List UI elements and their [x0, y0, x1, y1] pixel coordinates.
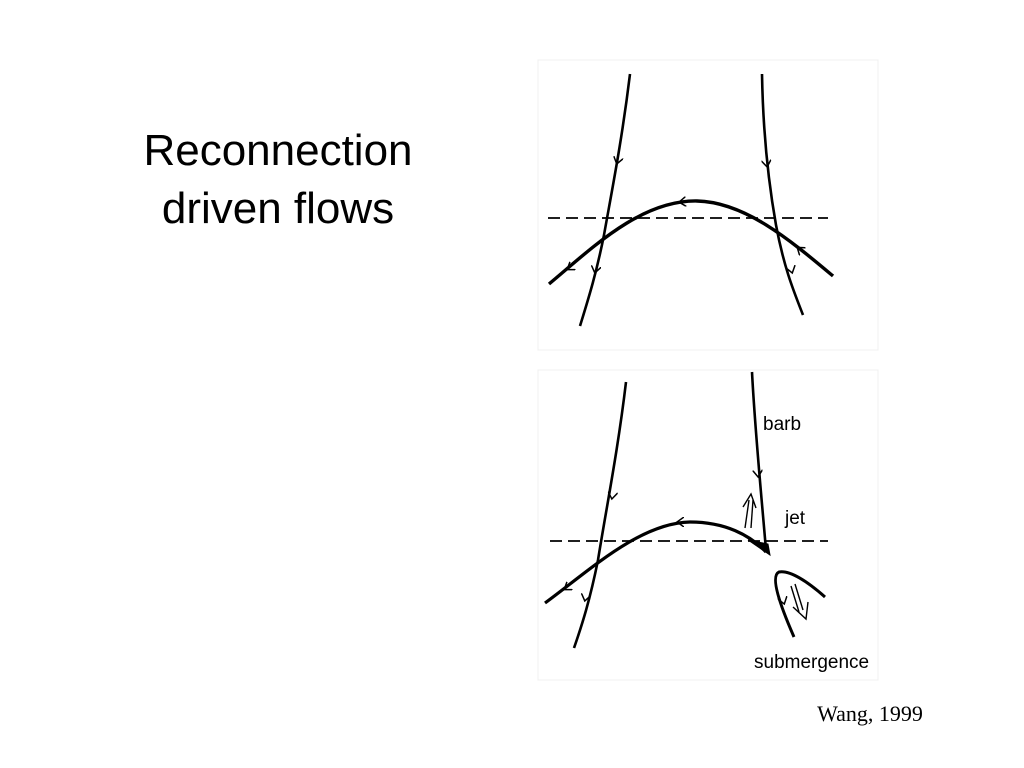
bottom-barb-line: [750, 371, 768, 551]
bottom-arch-filament: [544, 520, 768, 605]
title-line-1: Reconnection: [143, 126, 413, 175]
title-line-2: driven flows: [161, 184, 395, 233]
reconnection-diagram: barb jet submergence: [537, 59, 879, 681]
label-barb: barb: [763, 414, 801, 435]
bottom-left-down-arrow-upper: [612, 485, 614, 498]
submergence-hook: [774, 570, 826, 638]
bottom-panel-frame: [537, 369, 879, 681]
submergence-down-arrow: [790, 583, 809, 621]
top-panel-frame: [537, 59, 879, 351]
citation: Wang, 1999: [817, 701, 923, 726]
label-submergence: submergence: [754, 652, 869, 673]
top-right-field-line: [760, 73, 805, 316]
slide-title: Reconnection driven flows: [98, 122, 458, 238]
top-panel: [547, 73, 835, 327]
bottom-left-down-arrow-lower: [585, 586, 588, 600]
top-arch-filament: [547, 199, 835, 286]
bottom-left-field-line: [572, 381, 628, 649]
label-jet: jet: [784, 508, 806, 529]
bottom-panel: [544, 371, 828, 649]
jet-up-arrow: [742, 492, 757, 529]
top-right-down-arrow-lower: [788, 258, 792, 272]
top-left-field-line: [578, 73, 632, 327]
jet-blob: [747, 539, 771, 557]
